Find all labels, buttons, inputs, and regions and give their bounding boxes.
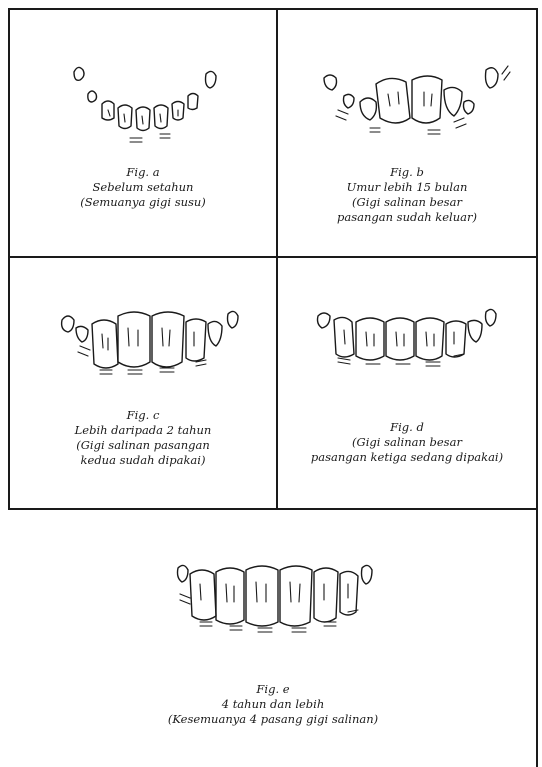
fig-e-line2: (Kesemuanya 4 pasang gigi salinan) [10, 712, 536, 727]
fig-c-line2: (Gigi salinan pasangan [10, 438, 276, 453]
fig-b-line2: (Gigi salinan besar [278, 195, 536, 210]
panel-fig-d: Fig. d (Gigi salinan besar pasangan keti… [278, 258, 536, 508]
fig-d-label: Fig. d [278, 420, 536, 435]
panel-fig-a: Fig. a Sebelum setahun (Semuanya gigi su… [10, 10, 276, 256]
fig-c-label: Fig. c [10, 408, 276, 423]
fig-a-label: Fig. a [10, 165, 276, 180]
border-right-extension [536, 508, 538, 767]
panel-fig-c: Fig. c Lebih daripada 2 tahun (Gigi sali… [10, 258, 276, 508]
fig-e-line1: 4 tahun dan lebih [10, 697, 536, 712]
fig-e-label: Fig. e [10, 682, 536, 697]
fig-c-line1: Lebih daripada 2 tahun [10, 423, 276, 438]
fig-b-line3: pasangan sudah keluar) [278, 210, 536, 225]
teeth-illustration-d [278, 258, 536, 508]
fig-d-line1: (Gigi salinan besar [278, 435, 536, 450]
fig-c-line3: kedua sudah dipakai) [10, 453, 276, 468]
teeth-illustration-a [10, 10, 276, 256]
panel-fig-e: Fig. e 4 tahun dan lebih (Kesemuanya 4 p… [10, 512, 536, 764]
fig-a-line2: (Semuanya gigi susu) [10, 195, 276, 210]
teeth-illustration-c [10, 258, 276, 508]
fig-d-line2: pasangan ketiga sedang dipakai) [278, 450, 536, 465]
panel-fig-b: Fig. b Umur lebih 15 bulan (Gigi salinan… [278, 10, 536, 256]
fig-b-line1: Umur lebih 15 bulan [278, 180, 536, 195]
fig-a-line1: Sebelum setahun [10, 180, 276, 195]
fig-b-label: Fig. b [278, 165, 536, 180]
